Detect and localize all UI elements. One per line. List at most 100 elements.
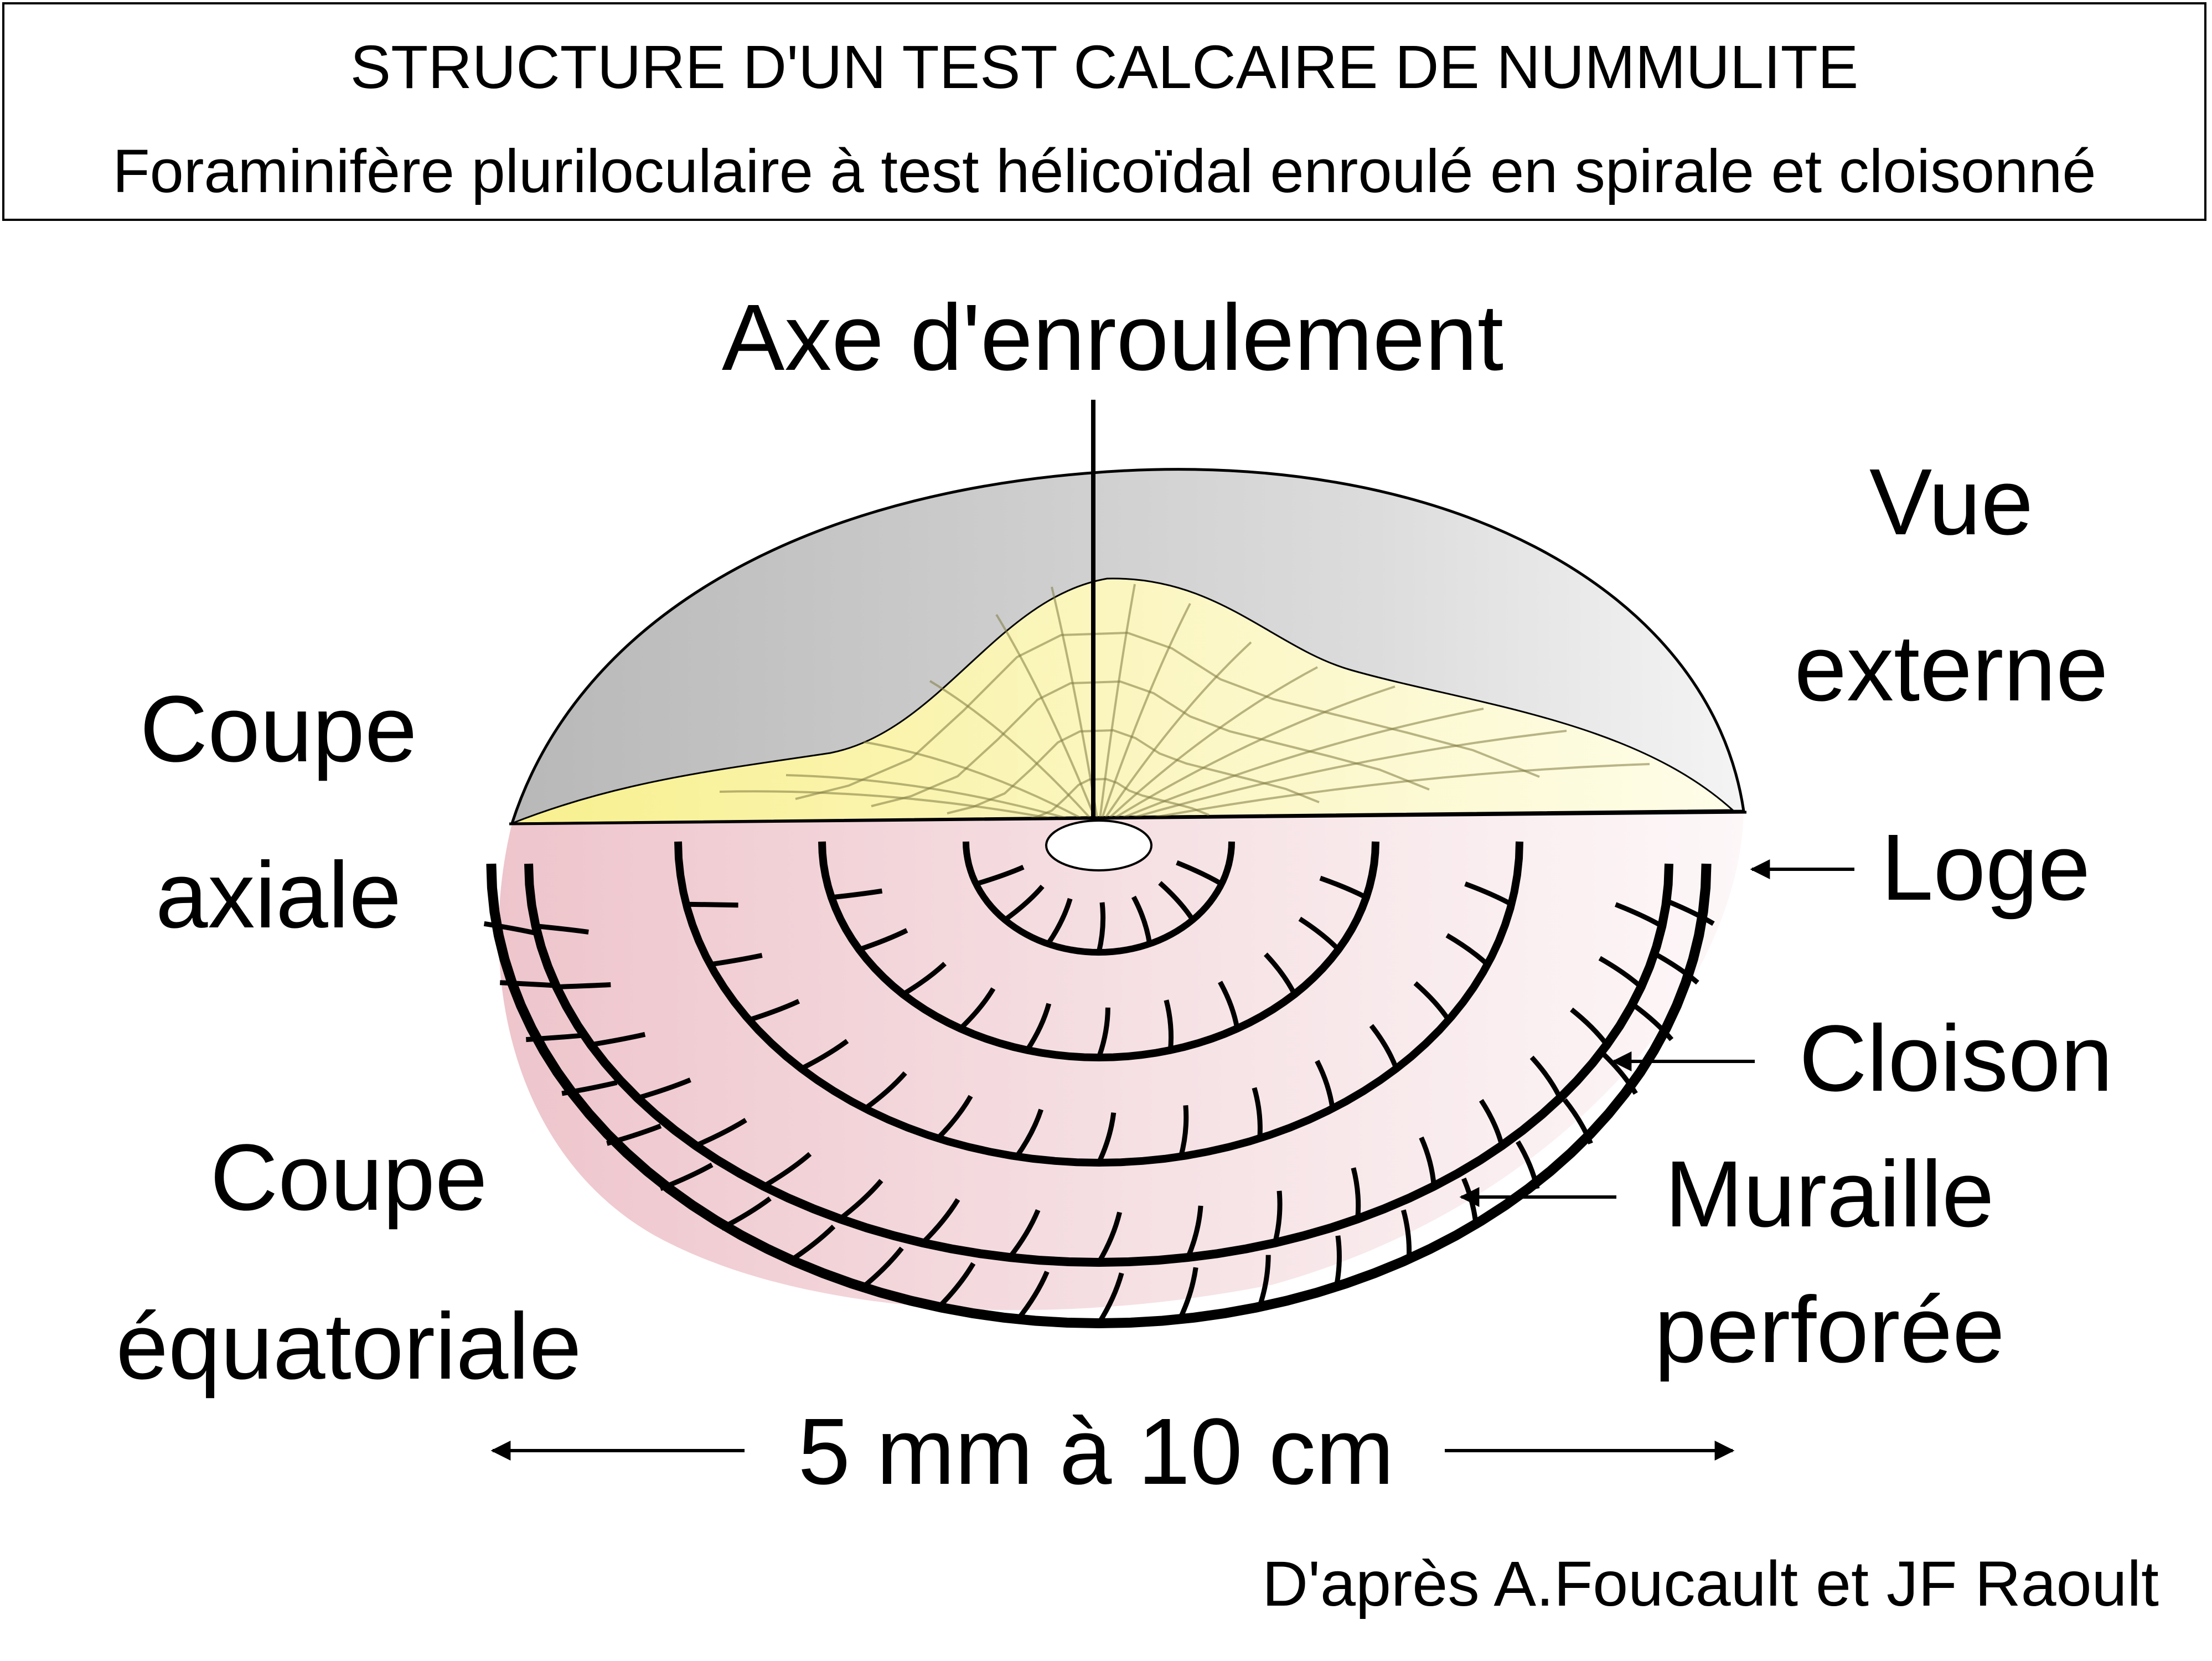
- axial-grid-line: [929, 680, 1100, 829]
- septum: [720, 1196, 772, 1231]
- septum: [1351, 1167, 1361, 1219]
- septum: [860, 1246, 904, 1291]
- septum: [762, 1152, 812, 1189]
- axial-grid-line: [863, 741, 1099, 829]
- septum: [1570, 1007, 1609, 1046]
- septum: [710, 953, 763, 967]
- septum: [902, 962, 947, 997]
- septum: [864, 1071, 907, 1111]
- septum: [1096, 902, 1106, 953]
- coiling-axis-center: [1045, 819, 1152, 871]
- septum: [1272, 1190, 1283, 1244]
- septum: [1097, 1272, 1124, 1325]
- septum: [958, 987, 996, 1030]
- septum: [694, 1118, 747, 1148]
- axial-grid-line: [1098, 763, 1650, 829]
- label-axiale-1: Coupe: [140, 677, 417, 782]
- septum: [1218, 981, 1240, 1029]
- axial-section-grid: [719, 584, 1650, 829]
- septum: [1516, 1140, 1540, 1189]
- axial-grid-line: [1098, 641, 1252, 829]
- septum: [1369, 1024, 1399, 1070]
- axial-grid-line: [1098, 666, 1318, 829]
- septum: [1529, 1055, 1563, 1100]
- spiral-whorls: [483, 841, 1715, 1329]
- septum: [1563, 1098, 1593, 1144]
- axial-grid-line: [1098, 685, 1396, 829]
- septum: [606, 1123, 662, 1146]
- axial-grid-ring: [795, 631, 1540, 800]
- septum: [1016, 1271, 1050, 1321]
- equatorial-line: [509, 811, 1747, 826]
- septum: [921, 1198, 960, 1245]
- axial-grid-line: [1098, 730, 1567, 829]
- septum: [975, 864, 1025, 886]
- septum: [1614, 902, 1663, 928]
- septum: [1097, 1211, 1122, 1264]
- label-loge: Loge: [1881, 815, 2090, 920]
- axial-grid-line: [1098, 603, 1191, 828]
- septum: [831, 888, 883, 900]
- septum: [1096, 1112, 1117, 1164]
- septum: [1601, 1052, 1638, 1095]
- axial-grid-line: [719, 790, 1099, 829]
- septum: [1158, 881, 1195, 921]
- septum: [1164, 999, 1174, 1051]
- septum: [561, 1080, 618, 1096]
- septum: [1015, 1108, 1043, 1158]
- septum: [1665, 899, 1715, 926]
- septum: [1185, 1205, 1203, 1258]
- septum: [499, 980, 555, 988]
- label-size: 5 mm à 10 cm: [798, 1399, 1394, 1504]
- septum: [1003, 884, 1045, 922]
- septum: [858, 928, 908, 952]
- septum: [1176, 860, 1223, 886]
- septum: [1257, 1255, 1271, 1309]
- axial-grid-line: [995, 613, 1100, 828]
- septum: [838, 1179, 883, 1221]
- septum: [659, 1162, 714, 1191]
- septum: [1315, 1060, 1335, 1109]
- septum: [1007, 1209, 1041, 1259]
- septum: [1419, 1136, 1436, 1187]
- axial-section: [511, 577, 1735, 824]
- label-muraille-1: Muraille: [1665, 1142, 1994, 1247]
- label-axis: Axe d'enroulement: [722, 285, 1503, 390]
- septum: [787, 1224, 836, 1264]
- pointers: [490, 859, 1854, 1461]
- septum: [936, 1095, 973, 1141]
- septum: [1177, 1267, 1198, 1320]
- septum: [1413, 981, 1451, 1022]
- label-axiale-2: axiale: [156, 843, 401, 948]
- septum: [1319, 875, 1368, 900]
- label-vue-2: externe: [1794, 616, 2108, 721]
- septum: [1334, 1235, 1342, 1289]
- septum: [590, 1031, 646, 1048]
- axial-grid-ring: [947, 729, 1320, 814]
- title-box: STRUCTURE D'UN TEST CALCAIRE DE NUMMULIT…: [2, 2, 2206, 221]
- label-equat-2: équatoriale: [116, 1294, 581, 1399]
- septum: [637, 1077, 691, 1101]
- septum: [1400, 1209, 1412, 1262]
- axial-grid-line: [1098, 584, 1136, 828]
- axial-grid-line: [785, 774, 1099, 829]
- label-vue-1: Vue: [1869, 450, 2033, 555]
- septum: [1096, 1007, 1110, 1059]
- septum: [1632, 1003, 1674, 1041]
- septum: [1025, 1003, 1052, 1052]
- label-muraille-2: perforée: [1654, 1277, 2004, 1383]
- septum: [1445, 933, 1490, 967]
- axial-grid-ring: [871, 680, 1430, 807]
- septum: [1479, 1098, 1505, 1147]
- axial-grid-ring: [1022, 777, 1210, 822]
- septum: [1298, 916, 1341, 952]
- septum: [1264, 952, 1297, 995]
- septum: [1178, 1105, 1189, 1158]
- septum: [556, 982, 611, 989]
- septum: [748, 999, 800, 1023]
- septum: [1653, 951, 1699, 985]
- septum: [936, 1262, 976, 1309]
- septum: [1046, 897, 1073, 946]
